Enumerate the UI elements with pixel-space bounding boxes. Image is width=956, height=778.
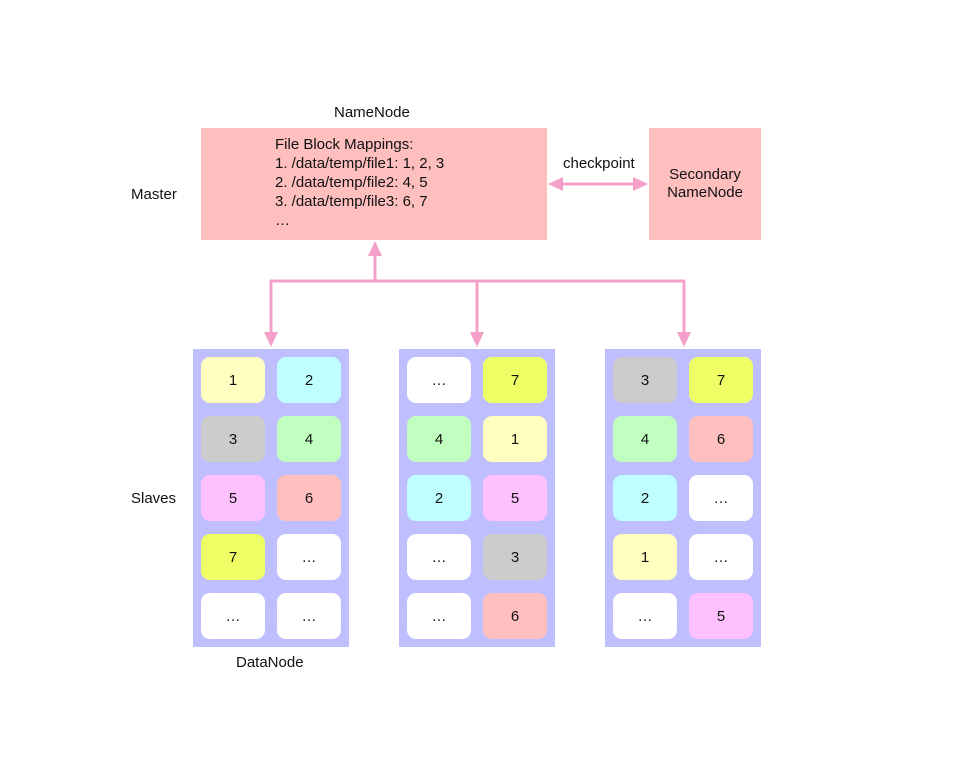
data-block: 6 <box>483 593 547 639</box>
data-block: … <box>407 534 471 580</box>
data-block: 2 <box>613 475 677 521</box>
data-block: 4 <box>277 416 341 462</box>
namenode-box: File Block Mappings: 1. /data/temp/file1… <box>201 128 547 240</box>
mapping-line: … <box>275 212 290 229</box>
datanode-label: DataNode <box>236 654 304 671</box>
arrowhead-down-3 <box>677 332 691 347</box>
data-block: … <box>689 534 753 580</box>
arrowhead-up-namenode <box>368 241 382 256</box>
mapping-line: 2. /data/temp/file2: 4, 5 <box>275 174 428 191</box>
data-block: 5 <box>201 475 265 521</box>
namenode-title: NameNode <box>334 104 410 121</box>
data-block: 4 <box>407 416 471 462</box>
checkpoint-label: checkpoint <box>563 155 635 172</box>
data-block: … <box>277 534 341 580</box>
data-block: … <box>613 593 677 639</box>
data-block: 6 <box>689 416 753 462</box>
arrowhead-left-checkpoint <box>548 177 563 191</box>
secondary-namenode-box: Secondary NameNode <box>649 128 761 240</box>
data-block: 1 <box>483 416 547 462</box>
data-block: 7 <box>201 534 265 580</box>
master-label: Master <box>131 186 177 203</box>
data-block: 1 <box>201 357 265 403</box>
secondary-label-line1: Secondary <box>669 166 741 183</box>
arrowhead-right-checkpoint <box>633 177 648 191</box>
mapping-line: 1. /data/temp/file1: 1, 2, 3 <box>275 155 445 172</box>
data-block: 3 <box>483 534 547 580</box>
data-block: … <box>201 593 265 639</box>
data-block: 3 <box>613 357 677 403</box>
data-block: 2 <box>277 357 341 403</box>
slaves-label: Slaves <box>131 490 177 507</box>
data-block: … <box>407 593 471 639</box>
file-block-mappings: File Block Mappings: 1. /data/temp/file1… <box>275 135 444 230</box>
arrowhead-down-1 <box>264 332 278 347</box>
mapping-line: 3. /data/temp/file3: 6, 7 <box>275 193 428 210</box>
data-block: 4 <box>613 416 677 462</box>
data-block: 3 <box>201 416 265 462</box>
data-block: 7 <box>483 357 547 403</box>
secondary-label-line2: NameNode <box>667 184 743 201</box>
data-block: … <box>689 475 753 521</box>
data-block: 2 <box>407 475 471 521</box>
data-block: … <box>277 593 341 639</box>
data-block: 7 <box>689 357 753 403</box>
arrowhead-down-2 <box>470 332 484 347</box>
data-block: 1 <box>613 534 677 580</box>
mappings-title: File Block Mappings: <box>275 136 414 153</box>
data-block: 5 <box>483 475 547 521</box>
data-block: 6 <box>277 475 341 521</box>
data-block: 5 <box>689 593 753 639</box>
data-block: … <box>407 357 471 403</box>
